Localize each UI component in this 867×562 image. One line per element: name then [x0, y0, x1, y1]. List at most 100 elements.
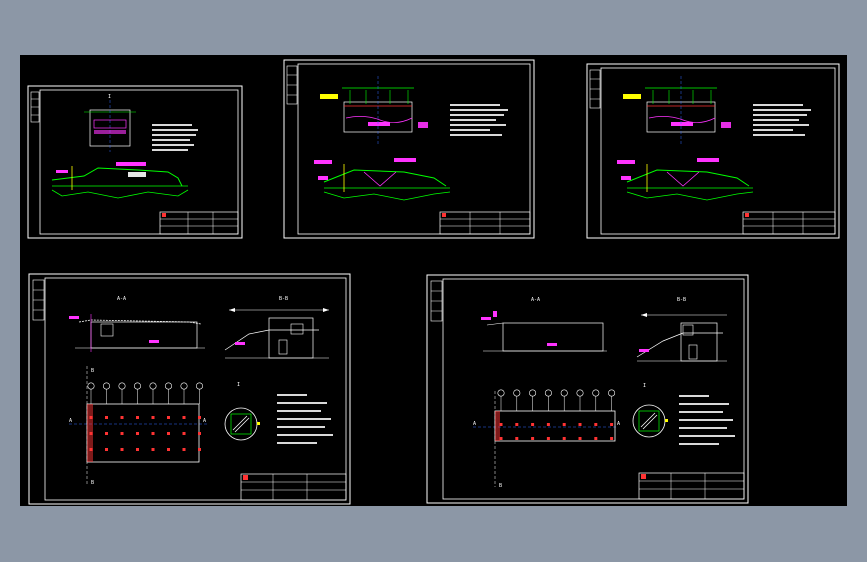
pile-marker [182, 448, 186, 451]
column-grid-bubble [560, 389, 568, 397]
pile-marker [89, 432, 93, 435]
sheet-side-stamp [32, 279, 45, 321]
detail-notes [679, 395, 735, 445]
column-grid-bubble [180, 382, 188, 390]
detail-notes [277, 394, 333, 444]
section-a-a-title: A-A [117, 296, 126, 302]
column-grid-bubble [87, 382, 95, 390]
column-grid-bubble [608, 389, 616, 397]
column-grid-bubble [165, 382, 173, 390]
axis-a-label: A [69, 418, 72, 424]
sheet-bottom-right[interactable]: A-A B-B A A B [426, 274, 749, 504]
axis-b-label-bottom: B [499, 483, 502, 489]
section-elevation [314, 158, 451, 201]
pile-marker [167, 448, 170, 451]
sheet-top-middle[interactable] [283, 59, 535, 239]
pile-marker [151, 416, 155, 419]
sheet-side-stamp [430, 280, 443, 322]
pile-marker [562, 423, 566, 426]
detail-i-title: I [643, 383, 646, 389]
column-grid-bubble [513, 389, 521, 397]
pile-marker [120, 448, 124, 451]
title-block [742, 211, 836, 235]
column-grid-bubble [544, 389, 552, 397]
column-grid-bubble [576, 389, 584, 397]
pile-marker [546, 437, 550, 440]
pile-marker [594, 437, 598, 440]
detail-i: I [632, 383, 668, 438]
title-block [439, 211, 531, 235]
cad-model-space[interactable]: I [20, 55, 847, 506]
pile-marker [515, 423, 519, 426]
foundation-plan: A A B B [69, 366, 207, 486]
svg-text:I: I [108, 94, 111, 100]
pile-marker [89, 448, 93, 451]
sheet-side-stamp [30, 91, 40, 123]
plan-view [320, 76, 428, 144]
pile-marker [594, 423, 598, 426]
detail-i-title: I [237, 382, 240, 388]
plan-view [623, 76, 731, 144]
pile-marker [610, 423, 614, 426]
axis-b-label-bottom: B [91, 480, 94, 486]
pile-marker [562, 437, 566, 440]
sheet-top-left[interactable]: I [27, 85, 243, 239]
section-b-b: B-B [224, 296, 329, 359]
general-notes [753, 104, 811, 136]
pile-marker [89, 416, 93, 419]
pile-marker [198, 416, 201, 419]
sheet-side-stamp [589, 69, 601, 109]
pile-marker [531, 423, 535, 426]
pile-marker [546, 423, 550, 426]
column-grid-bubble [118, 382, 126, 390]
axis-a-label-right: A [203, 418, 206, 424]
pile-marker [167, 432, 170, 435]
plan-view: I [84, 94, 136, 152]
pile-marker [167, 416, 170, 419]
pile-marker [105, 448, 108, 451]
sheet-bottom-left[interactable]: A-A B-B A A [28, 273, 351, 505]
pile-marker [578, 437, 582, 440]
title-block [638, 472, 745, 500]
column-grid-bubble [529, 389, 537, 397]
pile-marker [120, 416, 124, 419]
pile-marker [198, 432, 201, 435]
section-a-a: A-A [69, 296, 205, 352]
pile-marker [531, 437, 535, 440]
column-grid-bubble [497, 389, 505, 397]
pile-marker [151, 432, 155, 435]
column-grid-bubble [103, 382, 111, 390]
column-grid-bubble [149, 382, 157, 390]
section-a-a: A-A [481, 297, 607, 352]
pile-marker [198, 448, 201, 451]
column-grid-bubble [134, 382, 142, 390]
column-grid-bubble [196, 382, 204, 390]
axis-a-label-right: A [617, 421, 620, 427]
detail-i: I [224, 382, 260, 441]
axis-b-label: B [91, 368, 94, 374]
title-block [159, 211, 239, 235]
section-elevation [617, 158, 754, 201]
pile-marker [136, 448, 139, 451]
section-a-a-title: A-A [531, 297, 540, 303]
pile-marker [499, 437, 503, 440]
pile-marker [151, 448, 155, 451]
pile-marker [105, 416, 108, 419]
pile-marker [105, 432, 108, 435]
pile-marker [136, 432, 139, 435]
drawing-canvas[interactable]: I [20, 55, 847, 506]
sheet-side-stamp [286, 65, 298, 105]
pile-marker [578, 423, 582, 426]
pile-marker [136, 416, 139, 419]
title-block [240, 473, 347, 501]
sheet-top-right[interactable] [586, 63, 840, 239]
general-notes [152, 124, 198, 151]
section-elevation [51, 162, 189, 199]
section-b-b-title: B-B [677, 297, 686, 303]
axis-a-label: A [473, 421, 476, 427]
pile-marker [499, 423, 503, 426]
foundation-plan: A A B [473, 389, 620, 489]
pile-marker [182, 432, 186, 435]
general-notes [450, 104, 508, 136]
pile-marker [610, 437, 614, 440]
